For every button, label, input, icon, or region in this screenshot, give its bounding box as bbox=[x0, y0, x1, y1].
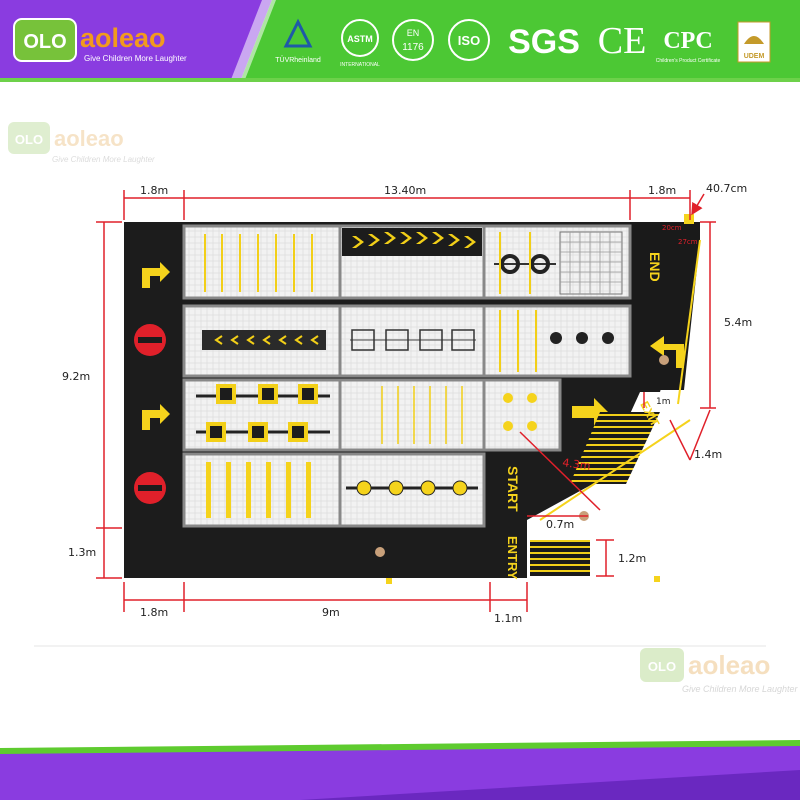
entry-stairs bbox=[530, 540, 590, 576]
udem-badge: UDEM bbox=[737, 21, 771, 63]
watermark-logo-top: OLO aoleao Give Children More Laughter bbox=[8, 122, 155, 164]
turn-arrow-icon bbox=[128, 250, 176, 294]
turn-arrow-icon bbox=[650, 336, 684, 368]
watermark-bottom-tagline: Give Children More Laughter bbox=[682, 684, 799, 694]
footer-banner bbox=[0, 740, 800, 800]
dim-entry-gap: 0.7m bbox=[546, 518, 574, 531]
person-figure bbox=[659, 355, 669, 365]
panel bbox=[182, 224, 342, 300]
dim-right-upper: 5.4m bbox=[724, 316, 752, 329]
right-edge bbox=[677, 239, 701, 405]
ce-label: CE bbox=[598, 20, 647, 62]
tuv-badge: TÜVRheinland bbox=[275, 18, 321, 64]
en-number: 1176 bbox=[402, 42, 424, 53]
dim-left-height: 9.2m bbox=[62, 370, 90, 383]
en1176-badge: EN 1176 bbox=[392, 19, 434, 61]
watermark-name: aoleao bbox=[54, 126, 124, 151]
dim-bottom-right: 1.1m bbox=[494, 612, 522, 625]
certification-badges: TÜVRheinland ASTM INTERNATIONAL EN 1176 … bbox=[275, 18, 771, 68]
floor-plan: END EXIT START ENTRY bbox=[124, 214, 701, 584]
en-label: EN bbox=[407, 28, 420, 38]
vertical-bars-obstacle bbox=[204, 234, 313, 292]
iso-label: ISO bbox=[458, 33, 480, 48]
person-figure bbox=[375, 547, 385, 557]
dim-top-right: 1.8m bbox=[648, 184, 676, 197]
dim-top-middle: 13.40m bbox=[384, 184, 426, 197]
dim-bottom-left: 1.8m bbox=[140, 606, 168, 619]
chevron-icon bbox=[352, 232, 476, 248]
cpc-label: CPC bbox=[663, 28, 712, 54]
entry-label: ENTRY bbox=[505, 536, 520, 580]
marker-square bbox=[654, 576, 660, 582]
dim-corner-piece: 40.7cm bbox=[706, 182, 747, 195]
panel bbox=[338, 378, 486, 452]
brand-name: aoleao bbox=[80, 23, 166, 53]
rings-obstacle bbox=[494, 232, 556, 294]
dim-exit-width: 1.4m bbox=[694, 448, 722, 461]
cpc-sublabel: Children's Product Certificate bbox=[656, 58, 721, 64]
logo-mark: OLO bbox=[23, 31, 66, 53]
watermark-tagline: Give Children More Laughter bbox=[52, 155, 155, 164]
udem-label: UDEM bbox=[744, 53, 765, 60]
yellow-dots-obstacle bbox=[503, 393, 537, 431]
square-frames-obstacle bbox=[350, 329, 476, 351]
hanging-ropes-obstacle bbox=[381, 386, 463, 444]
panel bbox=[482, 378, 562, 452]
panel-row-3 bbox=[182, 378, 562, 452]
watermark-logo-bottom: OLO aoleao Give Children More Laughter bbox=[640, 648, 799, 694]
no-entry-icon bbox=[134, 324, 166, 356]
exit-stairs bbox=[570, 412, 660, 484]
corner-post bbox=[684, 214, 694, 224]
dimension-labels: 1.8m 13.40m 1.8m 40.7cm 20cm 27cm 5.4m 9… bbox=[62, 182, 752, 625]
balance-dots-obstacle bbox=[499, 310, 614, 372]
watermark-mark: OLO bbox=[15, 132, 43, 147]
tuv-label: TÜVRheinland bbox=[275, 56, 321, 64]
dim-bottom-middle: 9m bbox=[322, 606, 340, 619]
astm-sublabel: INTERNATIONAL bbox=[340, 62, 380, 68]
dim-left-bottom: 1.3m bbox=[68, 546, 96, 559]
brand-tagline: Give Children More Laughter bbox=[84, 54, 187, 63]
watermark-bottom-mark: OLO bbox=[648, 659, 676, 674]
brand-logo: OLO aoleao Give Children More Laughter bbox=[13, 18, 187, 63]
turn-arrow-icon bbox=[142, 404, 170, 430]
sgs-label: SGS bbox=[508, 23, 580, 61]
dim-exit-gap: 1m bbox=[656, 397, 671, 407]
post-slalom-obstacle bbox=[206, 462, 311, 518]
dim-top-left: 1.8m bbox=[140, 184, 168, 197]
dimension-lines bbox=[96, 190, 716, 612]
stepping-blocks-obstacle bbox=[196, 384, 330, 442]
dim-corner-a: 20cm bbox=[662, 224, 682, 232]
cargo-net-obstacle bbox=[559, 231, 623, 295]
panel bbox=[338, 304, 486, 378]
astm-label: ASTM bbox=[347, 34, 373, 44]
chevron-band bbox=[342, 228, 482, 256]
watermark-bottom-name: aoleao bbox=[688, 650, 770, 680]
start-label: START bbox=[505, 466, 521, 512]
astm-badge: ASTM INTERNATIONAL bbox=[340, 19, 380, 68]
iso-badge: ISO bbox=[448, 19, 490, 61]
dim-entry-depth: 1.2m bbox=[618, 552, 646, 565]
chevron-strip bbox=[202, 330, 326, 350]
dim-ramp-length: 4.3m bbox=[562, 456, 592, 473]
marker-square bbox=[386, 578, 392, 584]
ball-rope-obstacle bbox=[346, 480, 478, 496]
end-label: END bbox=[647, 252, 663, 282]
ramp-edge bbox=[539, 419, 691, 521]
dim-corner-b: 27cm bbox=[678, 238, 698, 246]
no-entry-icon bbox=[134, 472, 166, 504]
